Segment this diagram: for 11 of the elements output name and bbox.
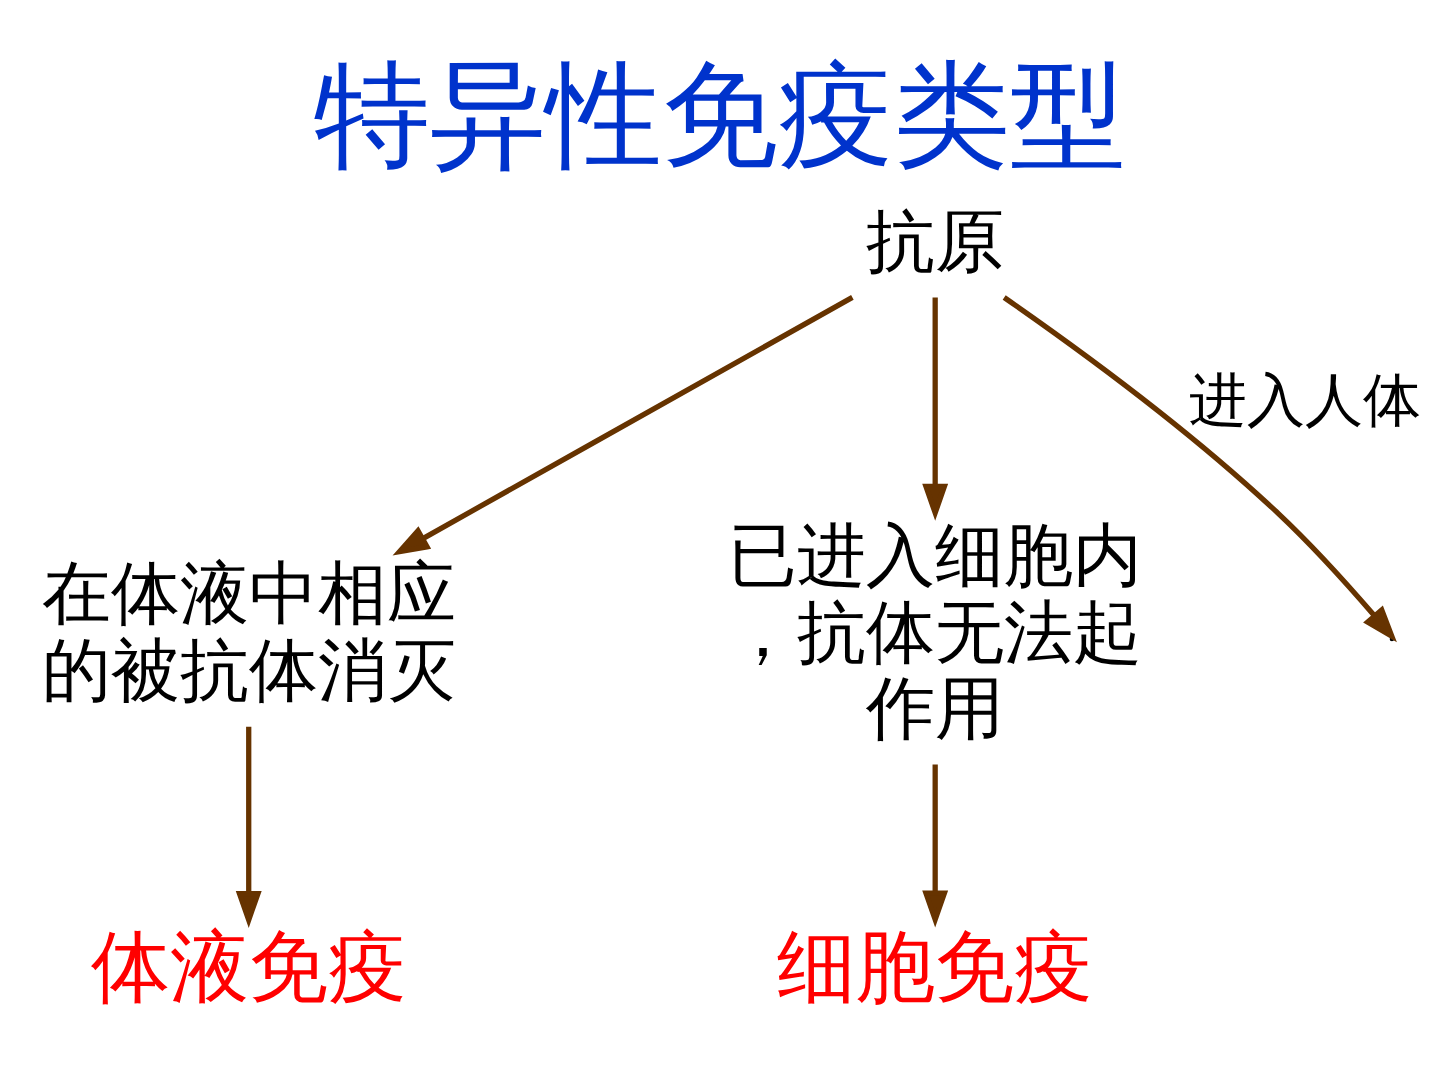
arrow: [922, 764, 949, 928]
diagram-title: 特异性免疫类型: [314, 47, 1126, 183]
arrow: [235, 726, 262, 928]
node-text: 细胞免疫: [777, 920, 1094, 1014]
node-text: 在体液中相应的被抗体消灭: [41, 553, 456, 710]
node-text: 抗原: [866, 200, 1005, 281]
arrow: [392, 295, 854, 556]
edge-label: 进入人体: [1188, 366, 1421, 435]
arrow: [922, 297, 949, 521]
node-text: 已进入细胞内，抗体无法起作用: [728, 515, 1143, 749]
node-text: 体液免疫: [90, 920, 407, 1014]
